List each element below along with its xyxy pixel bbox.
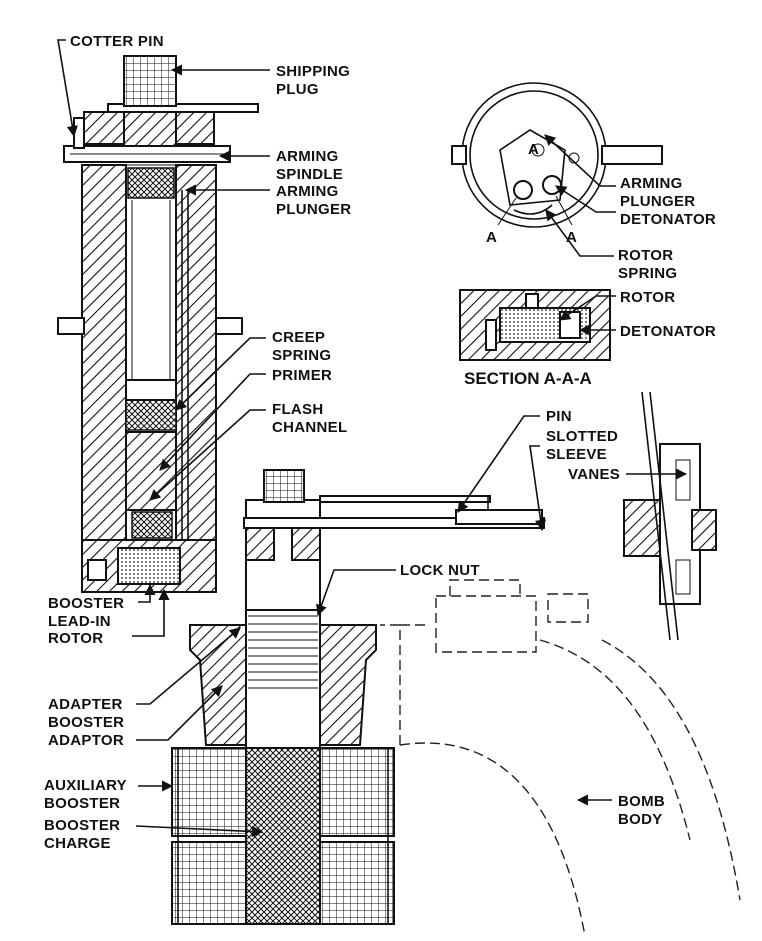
fuze-body	[57, 103, 259, 593]
label-bomb-body-1: BOMB	[618, 793, 665, 810]
label-inset-detonator: DETONATOR	[620, 211, 716, 228]
label-arming-spindle-2: SPINDLE	[276, 166, 343, 183]
mark-a-top: A	[528, 141, 539, 158]
label-bomb-body-2: BODY	[618, 811, 663, 828]
label-rotor-left: ROTOR	[48, 630, 103, 647]
label-rotor-spring-2: SPRING	[618, 265, 677, 282]
label-rotor-spring-1: ROTOR	[618, 247, 673, 264]
label-vanes: VANES	[568, 466, 620, 483]
label-shipping-plug-1: SHIPPING	[276, 63, 350, 80]
label-booster-leadin-1: BOOSTER	[48, 595, 124, 612]
label-adaptor: ADAPTOR	[48, 732, 124, 749]
label-creep-spring-1: CREEP	[272, 329, 325, 346]
label-section-rotor: ROTOR	[620, 289, 675, 306]
label-arming-spindle-1: ARMING	[276, 148, 339, 165]
label-arming-plunger-2: PLUNGER	[276, 201, 351, 218]
label-inset-arming-plunger-1: ARMING	[620, 175, 683, 192]
label-inset-arming-plunger-2: PLUNGER	[620, 193, 695, 210]
label-booster-charge-2: CHARGE	[44, 835, 111, 852]
label-lock-nut: LOCK NUT	[400, 562, 480, 579]
label-flash-channel-1: FLASH	[272, 401, 324, 418]
shipping-plug	[123, 55, 177, 149]
label-slotted-sleeve-2: SLEEVE	[546, 446, 607, 463]
label-flash-channel-2: CHANNEL	[272, 419, 347, 436]
vane-assembly	[623, 391, 717, 641]
leader-lines	[57, 39, 688, 838]
label-creep-spring-2: SPRING	[272, 347, 331, 364]
label-adapter-booster-1: ADAPTER	[48, 696, 123, 713]
inset-section	[459, 289, 611, 361]
label-primer: PRIMER	[272, 367, 332, 384]
label-booster-charge-1: BOOSTER	[44, 817, 120, 834]
label-auxiliary-booster-1: AUXILIARY	[44, 777, 127, 794]
bomb-body-outline	[380, 579, 741, 937]
section-title: SECTION A-A-A	[464, 369, 592, 388]
label-booster-leadin-2: LEAD-IN	[48, 613, 111, 630]
thread-lines	[248, 615, 318, 689]
labels: COTTER PIN SHIPPING PLUG ARMING SPINDLE …	[44, 33, 716, 852]
inset-top-view	[451, 82, 663, 228]
label-pin: PIN	[546, 408, 572, 425]
label-shipping-plug-2: PLUG	[276, 81, 319, 98]
mark-a-right: A	[566, 229, 577, 246]
label-section-detonator: DETONATOR	[620, 323, 716, 340]
label-adapter-booster-2: BOOSTER	[48, 714, 124, 731]
label-cotter-pin: COTTER PIN	[70, 33, 164, 50]
label-arming-plunger-1: ARMING	[276, 183, 339, 200]
mark-a-left: A	[486, 229, 497, 246]
label-slotted-sleeve-1: SLOTTED	[546, 428, 618, 445]
label-auxiliary-booster-2: BOOSTER	[44, 795, 120, 812]
